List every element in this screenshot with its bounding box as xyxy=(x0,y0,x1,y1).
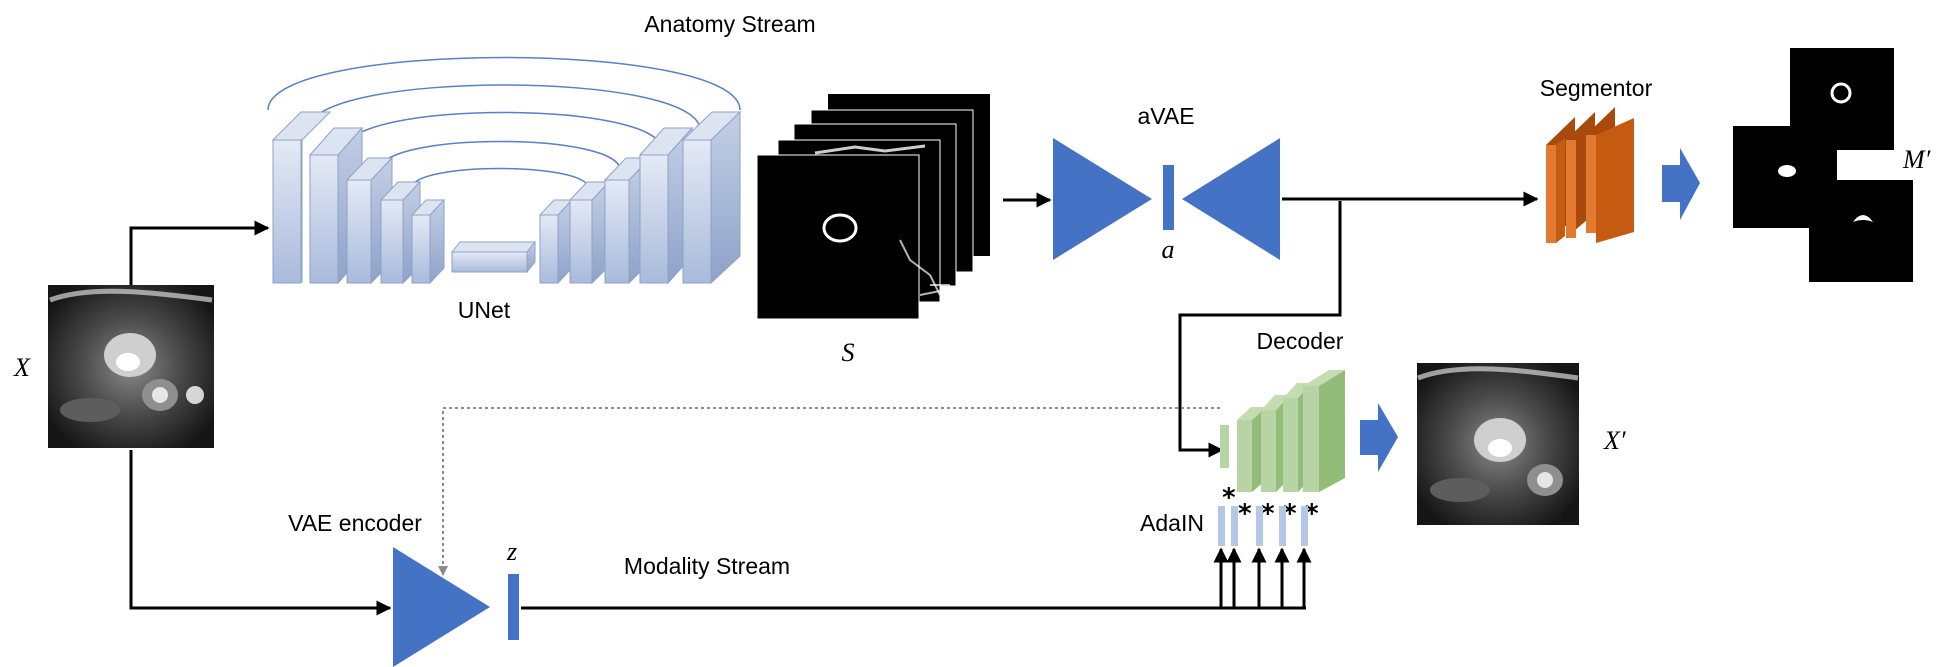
input-mri-image xyxy=(48,285,214,448)
x-prime-label: X′ xyxy=(1603,426,1626,455)
segmentor-block xyxy=(1546,107,1634,243)
unet-bottleneck-block xyxy=(450,240,537,274)
adain-bar xyxy=(1301,506,1308,546)
unet-encoder-blocks xyxy=(271,110,446,285)
adain-bar xyxy=(1231,506,1238,546)
adain-star: * xyxy=(1222,483,1236,513)
z-to-adain-connections xyxy=(521,547,1312,610)
z-label: z xyxy=(506,537,517,566)
decoder-to-output-arrow xyxy=(1360,403,1398,472)
vae-encoder-block xyxy=(393,547,519,667)
modality-stream-label: Modality Stream xyxy=(624,553,790,579)
adain-star: * xyxy=(1283,499,1297,529)
decoder-to-vae-encoder-dotted-arrow xyxy=(438,407,1220,576)
segmentor-label: Segmentor xyxy=(1540,75,1653,101)
adain-star: * xyxy=(1305,499,1319,529)
x-to-unet-arrow xyxy=(129,220,270,285)
adain-star: * xyxy=(1261,499,1275,529)
s-label: S xyxy=(842,338,855,367)
avae-block xyxy=(1053,138,1280,260)
a-label: a xyxy=(1162,235,1175,264)
avae-to-decoder-arrow xyxy=(1178,201,1342,458)
adain-star: * xyxy=(1238,499,1252,529)
x-to-vae-encoder-arrow xyxy=(129,450,392,616)
anatomy-stream-label: Anatomy Stream xyxy=(644,11,815,37)
anatomy-factor-stack xyxy=(756,94,990,320)
vae-encoder-label: VAE encoder xyxy=(288,510,422,536)
x-label: X xyxy=(13,353,31,382)
unet-decoder-blocks xyxy=(538,110,742,285)
adain-bar xyxy=(1256,506,1263,546)
adain-label: AdaIN xyxy=(1140,510,1204,536)
predicted-masks xyxy=(1733,48,1913,282)
unet-label: UNet xyxy=(458,297,511,323)
decoder-label: Decoder xyxy=(1257,328,1344,354)
avae-label: aVAE xyxy=(1137,103,1194,129)
adain-bar xyxy=(1218,506,1225,546)
adain-stars: * * * * * xyxy=(1222,483,1319,529)
reconstructed-mri-image xyxy=(1417,363,1579,525)
segmentor-to-mask-arrow xyxy=(1662,148,1700,220)
m-prime-label: M′ xyxy=(1902,145,1931,174)
adain-bar xyxy=(1279,506,1286,546)
adain-parameter-bars xyxy=(1218,506,1308,546)
decoder-block xyxy=(1220,370,1345,492)
